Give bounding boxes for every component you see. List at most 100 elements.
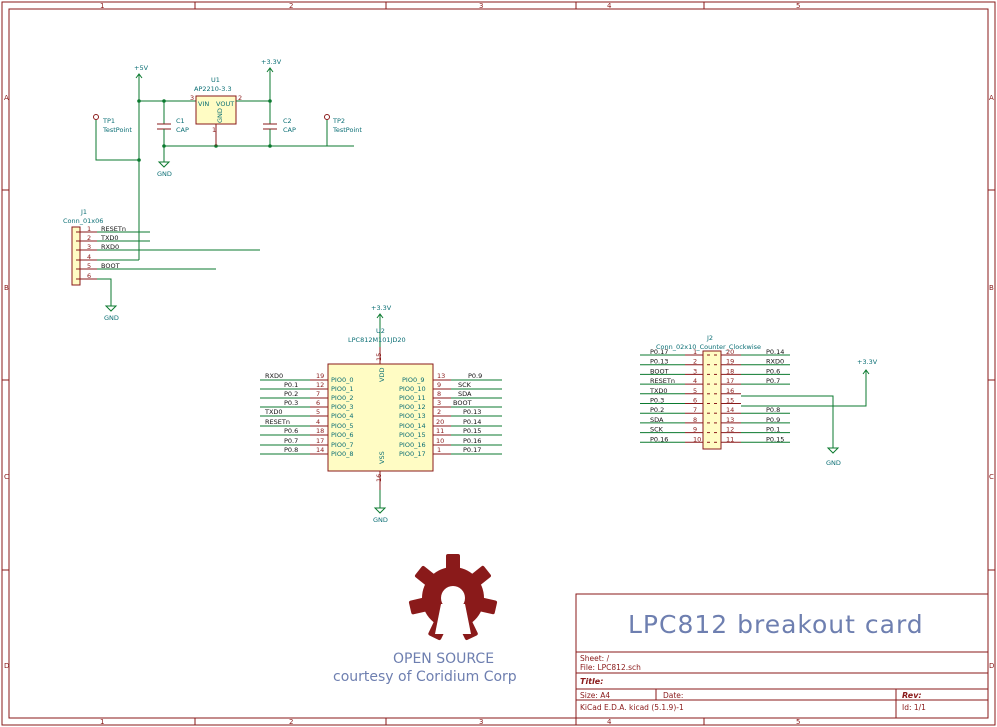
u2-left-name: PIO0_0 — [331, 376, 353, 384]
u2-right-num: 10 — [436, 437, 444, 445]
power-symbol-33v-b: +3.3V — [371, 304, 392, 347]
power-symbol-33v-c: +3.3V — [857, 358, 878, 375]
u2-ref: U2 — [376, 327, 385, 335]
title-block-size: Size: A4 — [580, 691, 610, 700]
j2-left-net: P0.2 — [650, 406, 664, 414]
u2-right-name: PIO0_17 — [399, 450, 426, 458]
capacitor-c2: C2 CAP — [263, 101, 296, 146]
tp2-value: TestPoint — [332, 126, 362, 134]
u2-vdd-name: VDD — [378, 368, 386, 382]
u2-value: LPC812M101JD20 — [348, 336, 406, 344]
j2-right-net: P0.6 — [766, 367, 780, 375]
title-block-rev: Rev: — [902, 691, 922, 700]
col-label-4-bottom: 4 — [607, 718, 612, 726]
u2-left-net: P0.2 — [284, 390, 298, 398]
j2-left-net: P0.13 — [650, 358, 668, 366]
u2-right-pins: PIO0_9 13 P0.9 PIO0_10 9 SCK PIO0_11 8 S… — [399, 372, 502, 458]
j2-left-num: 9 — [693, 426, 697, 434]
power-33v-c-label: +3.3V — [857, 358, 878, 366]
oshw-gear-icon — [408, 554, 498, 641]
u2-right-name: PIO0_11 — [399, 394, 426, 402]
title-block-title-label: Title: — [580, 677, 603, 686]
u2-right-name: PIO0_13 — [399, 412, 426, 420]
u2-pin-row: RXD0 19 PIO0_0 — [260, 372, 353, 384]
u2-pin-row: P0.6 18 PIO0_6 — [260, 427, 353, 439]
j1-net-label: RESETn — [101, 225, 126, 233]
row-label-c-right: C — [989, 473, 994, 481]
j2-right-num: 15 — [726, 397, 734, 405]
j2-left-net: P0.17 — [650, 348, 668, 356]
u2-left-num: 6 — [316, 399, 320, 407]
u2-left-num: 18 — [316, 427, 324, 435]
u2-pin-row: PIO0_16 10 P0.16 — [399, 437, 502, 449]
u2-pin-row: PIO0_9 13 P0.9 — [402, 372, 502, 384]
gnd-a-label: GND — [157, 170, 172, 178]
u2-left-num: 19 — [316, 372, 324, 380]
u2-vss-name: VSS — [378, 451, 386, 464]
u2-left-net: P0.3 — [284, 399, 298, 407]
u2-right-num: 20 — [436, 418, 444, 426]
u1-pin-vout: VOUT — [216, 100, 234, 108]
j1-net-label: TXD0 — [100, 234, 119, 242]
row-label-a-right: A — [989, 94, 994, 102]
j2-right-num: 19 — [726, 358, 734, 366]
power-section: +5V TP1 TestPoint C1 CAP GND — [93, 58, 362, 261]
j2-ref: J2 — [706, 334, 713, 342]
j2-left-num: 5 — [693, 387, 697, 395]
j1-pin-num: 6 — [87, 272, 91, 280]
u2-vdd-num: 15 — [375, 353, 383, 361]
u2-left-net: P0.1 — [284, 381, 298, 389]
j1-ref: J1 — [80, 208, 87, 216]
u2-right-net: P0.15 — [463, 427, 481, 435]
row-label-b-right: B — [989, 284, 994, 292]
col-label-1: 1 — [100, 2, 104, 10]
j1-net-label: BOOT — [101, 262, 120, 270]
u1-pin-gnd: GND — [216, 108, 224, 123]
u2-right-name: PIO0_9 — [402, 376, 424, 384]
logo-line2: courtesy of Coridium Corp — [333, 669, 517, 685]
u2-pin-row: PIO0_11 8 SDA — [399, 390, 502, 402]
j2-left-num: 2 — [693, 358, 697, 366]
u2-left-pins: RXD0 19 PIO0_0 P0.1 12 PIO0_1 P0.2 7 PIO… — [260, 372, 353, 458]
u1-num-vin: 3 — [190, 94, 194, 102]
u2-pin-row: PIO0_10 9 SCK — [399, 381, 502, 393]
gnd-d-label: GND — [826, 459, 841, 467]
col-label-2-bottom: 2 — [289, 718, 293, 726]
j2-left-net: P0.16 — [650, 435, 668, 443]
u2-left-name: PIO0_1 — [331, 385, 353, 393]
j2-left-num: 4 — [693, 377, 697, 385]
mcu-u2: +3.3V U2 LPC812M101JD20 15 VDD VSS 16 GN… — [260, 304, 502, 524]
u2-left-name: PIO0_4 — [331, 412, 353, 420]
title-block-sheet: Sheet: / — [580, 654, 610, 663]
j2-left-net: TXD0 — [649, 387, 668, 395]
tp1-ref: TP1 — [102, 117, 115, 125]
u2-right-name: PIO0_10 — [399, 385, 426, 393]
u2-right-name: PIO0_12 — [399, 403, 426, 411]
u2-right-net: P0.9 — [468, 372, 482, 380]
u2-left-name: PIO0_3 — [331, 403, 353, 411]
u2-right-net: BOOT — [453, 399, 472, 407]
power-symbol-33v-a: +3.3V — [261, 58, 282, 101]
u2-pin-row: PIO0_14 20 P0.14 — [399, 418, 502, 430]
u2-left-name: PIO0_8 — [331, 450, 353, 458]
u2-vss-num: 16 — [375, 474, 383, 482]
u1-value: AP2210-3.3 — [194, 85, 232, 93]
col-label-1-bottom: 1 — [100, 718, 104, 726]
row-label-c: C — [4, 473, 9, 481]
u2-right-net: P0.16 — [463, 437, 481, 445]
u2-left-num: 12 — [316, 381, 324, 389]
title-block: LPC812 breakout card Sheet: / File: LPC8… — [575, 593, 989, 719]
j2-right-num: 13 — [726, 416, 734, 424]
u2-right-num: 8 — [437, 390, 441, 398]
j2-right-num: 20 — [726, 348, 734, 356]
u2-pin-row: PIO0_17 1 P0.17 — [399, 446, 502, 458]
u2-left-name: PIO0_6 — [331, 431, 353, 439]
u2-right-net: P0.13 — [463, 408, 481, 416]
c1-value: CAP — [176, 126, 189, 134]
j2-left-num: 3 — [693, 367, 697, 375]
j2-left-net: P0.3 — [650, 397, 664, 405]
